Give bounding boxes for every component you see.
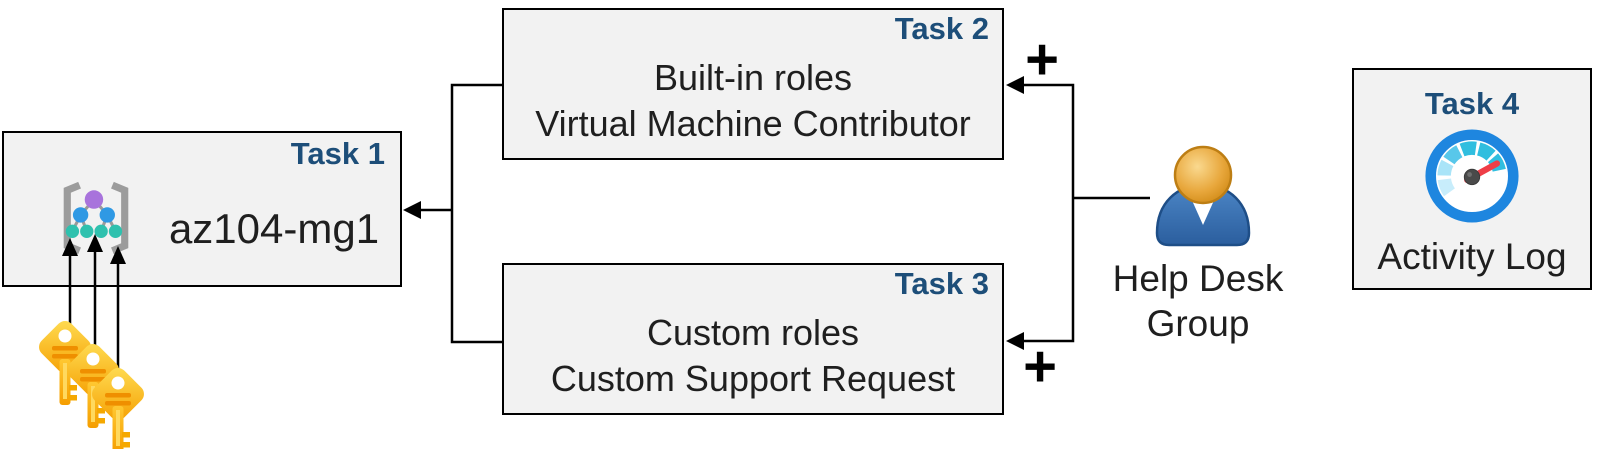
- task2-box: Task 2 Built-in roles Virtual Machine Co…: [502, 8, 1004, 160]
- task1-label: Task 1: [290, 136, 385, 171]
- tree-leaf: [94, 224, 108, 238]
- activity-log-gauge-icon: [1425, 129, 1519, 223]
- keys-icon: [35, 317, 148, 449]
- management-group-icon: [63, 181, 129, 255]
- person-collar: [1186, 183, 1220, 225]
- task2-line2: Virtual Machine Contributor: [535, 103, 971, 144]
- management-group-name: az104-mg1: [168, 205, 380, 252]
- person-head: [1173, 145, 1233, 205]
- caption-line2: Group: [1146, 303, 1250, 344]
- task3-label: Task 3: [894, 266, 989, 301]
- plus-bottom: +: [1023, 334, 1057, 399]
- connector-roles-to-task1: [403, 83, 502, 344]
- help-desk-group-caption: Help Desk Group: [1058, 256, 1338, 346]
- gauge-hub-highlight: [1467, 172, 1472, 177]
- task4-caption: Activity Log: [1377, 236, 1567, 277]
- task1-box: Task 1 az104-mg1: [2, 131, 402, 287]
- tree-root-node: [84, 190, 104, 209]
- gauge-hub: [1463, 168, 1481, 186]
- tree-node: [99, 207, 115, 223]
- user-icon: [1155, 145, 1251, 247]
- task3-box: Task 3 Custom roles Custom Support Reque…: [502, 263, 1004, 415]
- plus-top: +: [1025, 27, 1059, 92]
- task3-line2: Custom Support Request: [550, 358, 956, 399]
- tree-leaf: [80, 224, 94, 238]
- task4-label: Task 4: [1424, 86, 1520, 121]
- task4-box: Task 4 Activity Log: [1352, 68, 1592, 290]
- task3-line1: Custom roles: [646, 312, 860, 353]
- caption-line1: Help Desk: [1112, 258, 1284, 299]
- arrowhead-into-task1: [403, 201, 421, 219]
- tree-leaf: [65, 224, 80, 238]
- task2-label: Task 2: [894, 11, 989, 46]
- task2-line1: Built-in roles: [653, 57, 853, 98]
- tree-leaf: [108, 224, 123, 238]
- person-body: [1155, 183, 1251, 247]
- tree-node: [72, 207, 89, 223]
